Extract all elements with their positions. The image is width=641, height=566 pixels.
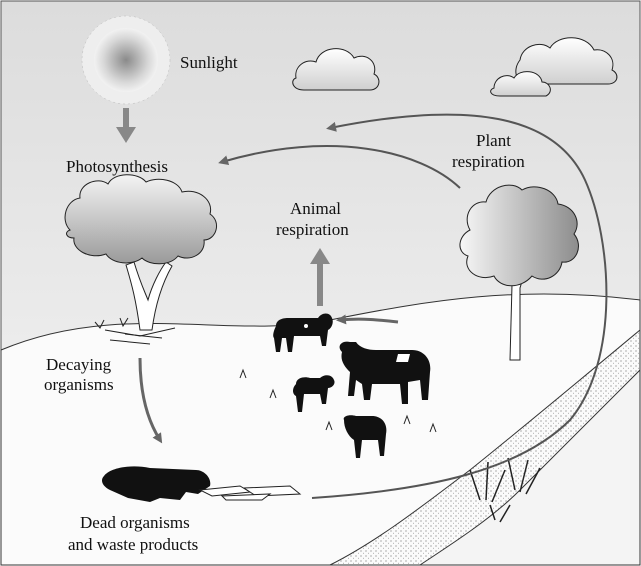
label-photosynthesis: Photosynthesis [66,157,168,176]
label-animal-respiration-2: respiration [276,220,349,239]
label-decaying-2: organisms [44,375,114,394]
label-sunlight: Sunlight [180,53,238,72]
label-animal-respiration-1: Animal [290,199,341,218]
label-dead-organisms-2: and waste products [68,535,198,554]
label-plant-respiration-1: Plant [476,131,511,150]
sun-icon [82,16,170,104]
label-dead-organisms-1: Dead organisms [80,513,190,532]
label-decaying-1: Decaying [46,355,112,374]
label-plant-respiration-2: respiration [452,152,525,171]
